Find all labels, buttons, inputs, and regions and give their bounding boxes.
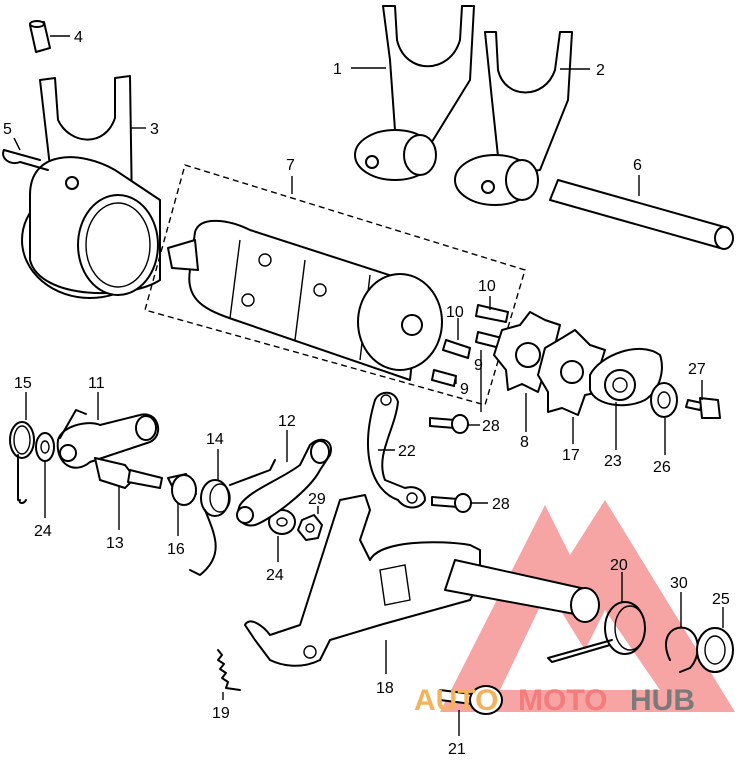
label-30: 30 — [670, 575, 688, 592]
label-18: 18 — [376, 680, 394, 697]
label-12: 12 — [278, 413, 296, 430]
label-6: 6 — [633, 157, 642, 174]
part-28-screw-lower — [431, 493, 472, 513]
part-14-spring — [189, 459, 276, 576]
label-11: 11 — [88, 375, 105, 392]
label-14: 14 — [206, 431, 224, 448]
part-10-pin-lower — [442, 339, 471, 359]
label-22: 22 — [398, 443, 416, 460]
label-17: 17 — [562, 447, 580, 464]
label-9-upper: 9 — [474, 357, 483, 374]
part-10-pin-upper — [475, 304, 509, 323]
part-labels: 1 2 3 4 5 6 7 10 10 9 9 27 28 8 17 23 26… — [3, 29, 730, 758]
label-5: 5 — [3, 121, 12, 138]
label-23: 23 — [604, 453, 622, 470]
part-29-nut — [297, 514, 323, 541]
label-10-upper: 10 — [478, 278, 496, 295]
part-13-bolt — [94, 457, 163, 489]
label-27: 27 — [688, 361, 706, 378]
label-19: 19 — [212, 705, 230, 722]
part-30-circlip — [665, 626, 699, 673]
label-16: 16 — [167, 541, 185, 558]
label-9-lower: 9 — [460, 381, 469, 398]
part-11-lever — [56, 409, 160, 469]
label-20: 20 — [610, 557, 628, 574]
label-8: 8 — [520, 434, 529, 451]
part-24-washer-left — [35, 432, 55, 462]
part-16-collar — [167, 473, 197, 506]
part-26-washer — [650, 382, 678, 418]
part-9-pin-lower — [431, 369, 457, 387]
part-15-spring — [9, 421, 35, 504]
label-24-right: 24 — [266, 567, 284, 584]
label-2: 2 — [596, 62, 605, 79]
label-15: 15 — [14, 375, 32, 392]
label-29: 29 — [308, 491, 326, 508]
part-28-screw-upper — [429, 414, 469, 434]
part-23-plate — [589, 347, 663, 407]
label-25: 25 — [712, 591, 730, 608]
watermark-hub: HUB — [630, 684, 695, 717]
part-22-stopper-arm — [367, 391, 426, 509]
part-7-shift-drum — [144, 164, 526, 406]
label-10-lower: 10 — [446, 304, 464, 321]
part-3-shift-fork — [21, 75, 161, 299]
part-27-bolt — [685, 397, 721, 419]
label-28-upper: 28 — [482, 418, 500, 435]
part-2-shift-fork — [454, 31, 573, 206]
watermark-text: AUTO MOTO HUB — [414, 684, 695, 717]
part-21-bolt — [439, 685, 503, 715]
part-12-lever — [236, 438, 332, 527]
label-28-lower: 28 — [492, 496, 510, 513]
label-24-left: 24 — [34, 523, 52, 540]
label-1: 1 — [333, 61, 342, 78]
label-3: 3 — [150, 121, 159, 138]
label-21: 21 — [448, 741, 466, 758]
part-6-fork-shaft — [549, 179, 734, 250]
label-7: 7 — [286, 157, 295, 174]
part-18-shift-spindle — [244, 494, 600, 667]
part-4-pin — [29, 20, 51, 53]
part-20-return-spring — [547, 601, 646, 663]
part-1-shift-fork — [354, 5, 475, 181]
label-4: 4 — [74, 29, 83, 46]
watermark-auto: AUTO — [414, 684, 498, 717]
part-5-clip — [2, 149, 49, 171]
leader-lines — [13, 67, 724, 736]
label-26: 26 — [653, 459, 671, 476]
watermark-moto: MOTO — [518, 684, 607, 717]
part-19-small-spring — [217, 649, 241, 691]
part-25-washer — [696, 627, 734, 673]
label-13: 13 — [106, 535, 124, 552]
